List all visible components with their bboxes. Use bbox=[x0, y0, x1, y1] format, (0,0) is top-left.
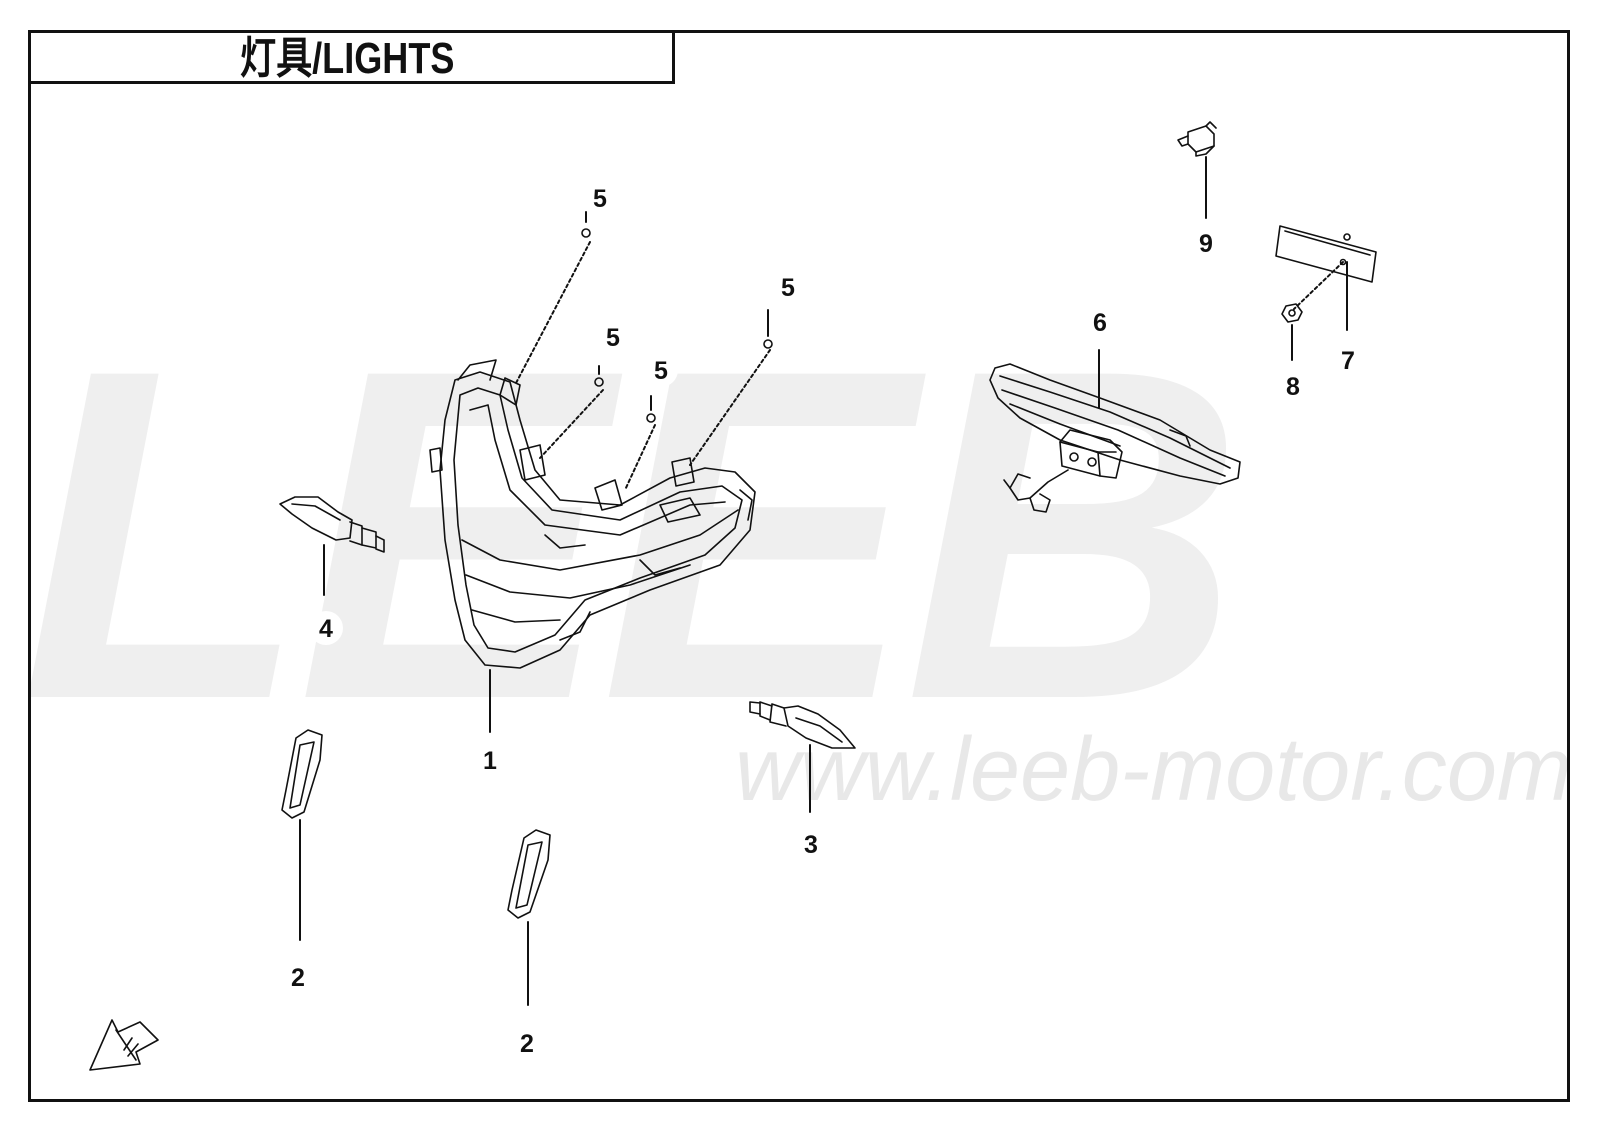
diagram-title: 灯具/LIGHTS bbox=[240, 34, 455, 83]
plate-light-part bbox=[1275, 225, 1377, 283]
svg-text:7: 7 bbox=[1341, 347, 1355, 375]
callout-5d: 5 bbox=[771, 270, 805, 304]
nut-part bbox=[1281, 303, 1303, 323]
svg-text:1: 1 bbox=[483, 747, 497, 775]
headlight-assembly-part bbox=[429, 359, 756, 669]
callout-9: 9 bbox=[1189, 226, 1223, 260]
callout-6: 6 bbox=[1083, 305, 1117, 339]
callout-2b: 2 bbox=[510, 1026, 544, 1060]
callout-1: 1 bbox=[473, 743, 507, 777]
svg-text:5: 5 bbox=[654, 357, 668, 385]
svg-text:3: 3 bbox=[804, 831, 818, 859]
connector-part bbox=[1177, 121, 1217, 157]
callout-3: 3 bbox=[794, 827, 828, 861]
svg-text:2: 2 bbox=[291, 964, 305, 992]
callout-5a: 5 bbox=[583, 181, 617, 215]
svg-text:2: 2 bbox=[520, 1030, 534, 1058]
callout-4: 4 bbox=[309, 611, 343, 645]
svg-text:4: 4 bbox=[319, 615, 333, 643]
leader-lines bbox=[299, 156, 1348, 1006]
svg-text:6: 6 bbox=[1093, 309, 1107, 337]
diagram-frame bbox=[28, 30, 1570, 1102]
svg-text:5: 5 bbox=[781, 274, 795, 302]
tail-light-part bbox=[989, 363, 1241, 513]
svg-text:5: 5 bbox=[606, 324, 620, 352]
callout-8: 8 bbox=[1276, 369, 1310, 403]
callout-7: 7 bbox=[1331, 343, 1365, 377]
callout-labels: 1 2 2 3 4 5 5 5 5 6 7 8 9 bbox=[281, 181, 1365, 1060]
fwd-arrow-icon bbox=[89, 1019, 159, 1071]
side-reflector-part-a bbox=[281, 729, 323, 819]
callout-5c: 5 bbox=[644, 353, 678, 387]
left-turn-signal-part bbox=[279, 496, 385, 553]
svg-text:5: 5 bbox=[593, 185, 607, 213]
watermark-url: www.leeb-motor.com bbox=[735, 720, 1572, 820]
watermark-logo: LEEB bbox=[20, 272, 1243, 797]
side-reflector-part-b bbox=[507, 829, 551, 919]
svg-text:9: 9 bbox=[1199, 230, 1213, 258]
title-box bbox=[28, 30, 675, 84]
callout-5b: 5 bbox=[596, 320, 630, 354]
svg-text:8: 8 bbox=[1286, 373, 1300, 401]
screw-part bbox=[581, 228, 773, 423]
right-turn-signal-part bbox=[749, 701, 856, 749]
callout-2a: 2 bbox=[281, 960, 315, 994]
